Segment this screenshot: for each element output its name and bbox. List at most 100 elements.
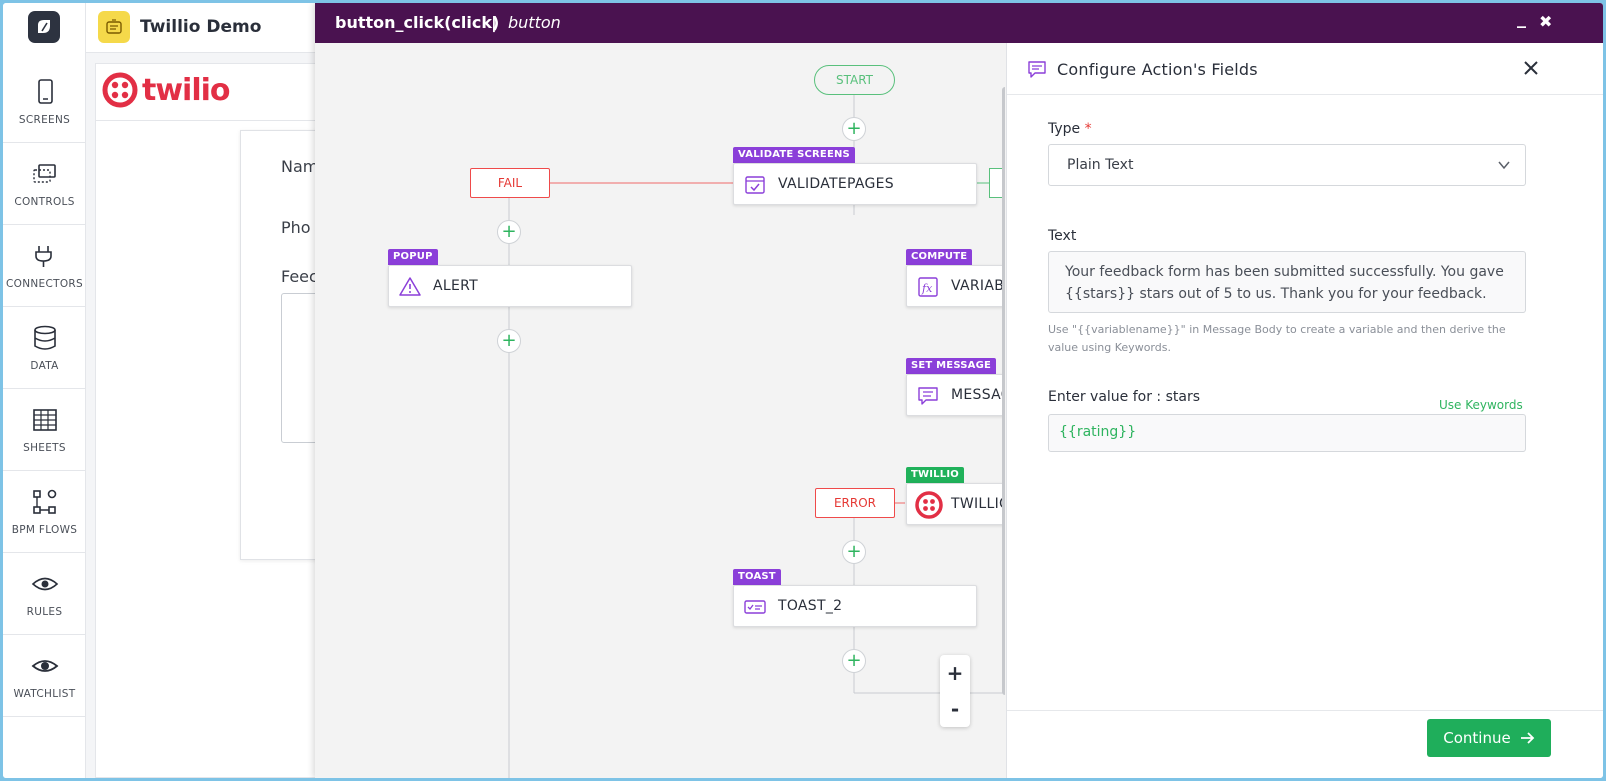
node-label: TWILLIC <box>951 496 1005 512</box>
validate-screen-icon <box>745 176 765 194</box>
node-label: TOAST_2 <box>778 598 843 614</box>
text-textarea[interactable]: Your feedback form has been submitted su… <box>1048 251 1526 313</box>
rail-item-watchlist[interactable]: WATCHLIST <box>3 635 86 717</box>
node-message[interactable]: MESSAG <box>906 374 1005 416</box>
arrow-right-icon <box>1520 732 1534 744</box>
flow-canvas[interactable]: START + VALIDATE SCREENS VALIDATEPAGES F… <box>315 43 1005 778</box>
vertical-scrollbar[interactable] <box>1002 87 1005 695</box>
rail-item-label: CONNECTORS <box>6 277 83 290</box>
required-mark: * <box>1084 121 1092 137</box>
rail-item-label: DATA <box>30 359 59 372</box>
left-rail: SCREENS CONTROLS CONNECTORS DATA SHEETS … <box>3 3 86 778</box>
rail-item-bpm-flows[interactable]: BPM FLOWS <box>3 471 86 553</box>
type-select-value: Plain Text <box>1067 157 1134 173</box>
node-label: MESSAG <box>951 387 1005 403</box>
twilio-logo-icon <box>102 72 138 108</box>
warning-icon <box>399 277 421 296</box>
controls-icon <box>32 163 56 183</box>
rail-item-label: SCREENS <box>18 113 71 126</box>
add-step-button[interactable]: + <box>842 649 866 673</box>
error-branch[interactable]: ERROR <box>815 488 895 518</box>
use-keywords-link[interactable]: Use Keywords <box>1439 398 1523 412</box>
text-label: Text <box>1048 228 1077 244</box>
message-icon <box>918 387 938 405</box>
phone-icon <box>37 78 53 104</box>
node-label: VALIDATEPAGES <box>778 176 894 192</box>
app-header: Twillio Demo <box>86 3 326 53</box>
design-canvas: twilio Nam Pho Feec <box>95 63 341 778</box>
continue-label: Continue <box>1443 729 1511 747</box>
rail-item-rules[interactable]: RULES <box>3 553 86 635</box>
rail-item-label: WATCHLIST <box>13 687 76 700</box>
variable-hint: Use "{{variablename}}" in Message Body t… <box>1048 323 1506 354</box>
chevron-down-icon <box>1498 161 1510 170</box>
node-tag-twillio: TWILLIO <box>906 467 964 483</box>
node-twillio[interactable]: TWILLIC <box>906 483 1005 525</box>
divider <box>96 120 336 121</box>
zoom-out-button[interactable]: - <box>950 697 960 721</box>
toast-icon <box>744 600 766 614</box>
rail-item-controls[interactable]: CONTROLS <box>3 143 86 225</box>
value-label: Enter value for : stars <box>1048 389 1200 405</box>
fail-branch[interactable]: FAIL <box>470 168 550 198</box>
type-select[interactable]: Plain Text <box>1048 144 1526 186</box>
flow-modal: button_click(click) | button _ ✖ START +… <box>315 3 1603 778</box>
panel-header: Configure Action's Fields <box>1007 43 1603 95</box>
node-label: VARIAB <box>951 278 1005 294</box>
product-logo-icon[interactable] <box>28 11 60 43</box>
add-step-button[interactable]: + <box>497 329 521 353</box>
svg-text:fx: fx <box>921 282 933 295</box>
stars-value-input[interactable]: {{rating}} <box>1048 414 1526 452</box>
plug-icon <box>34 245 52 267</box>
rail-item-sheets[interactable]: SHEETS <box>3 389 86 471</box>
add-step-button[interactable]: + <box>842 117 866 141</box>
node-tag-compute: COMPUTE <box>906 249 973 265</box>
close-icon[interactable] <box>1521 58 1541 78</box>
app-window: SCREENS CONTROLS CONNECTORS DATA SHEETS … <box>3 3 1603 778</box>
type-label: Type * <box>1048 121 1092 137</box>
node-tag-validate: VALIDATE SCREENS <box>733 147 855 163</box>
rail-item-label: RULES <box>26 605 63 618</box>
add-step-button[interactable]: + <box>842 540 866 564</box>
add-step-button[interactable]: + <box>497 220 521 244</box>
eye-icon <box>31 577 58 590</box>
rail-item-connectors[interactable]: CONNECTORS <box>3 225 86 307</box>
node-validatepages[interactable]: VALIDATEPAGES <box>733 163 977 205</box>
node-tag-popup: POPUP <box>388 249 438 265</box>
modal-title: button_click(click) <box>335 13 500 32</box>
message-icon <box>1028 61 1046 78</box>
flow-icon <box>32 489 56 514</box>
table-icon <box>32 408 57 431</box>
twilio-wordmark: twilio <box>142 72 231 108</box>
app-icon <box>98 11 130 43</box>
zoom-in-button[interactable]: + <box>946 661 964 685</box>
twilio-logo: twilio <box>102 72 231 108</box>
node-variable[interactable]: fx VARIAB <box>906 265 1005 307</box>
success-branch-box <box>989 168 1005 198</box>
configure-panel: Configure Action's Fields Type * Plain T… <box>1006 43 1603 778</box>
start-node[interactable]: START <box>814 65 895 95</box>
node-toast[interactable]: TOAST_2 <box>733 585 977 627</box>
continue-button[interactable]: Continue <box>1427 719 1551 757</box>
node-label: ALERT <box>433 278 478 294</box>
minimize-button[interactable]: _ <box>1517 8 1526 29</box>
rail-item-label: BPM FLOWS <box>11 523 78 536</box>
modal-header: button_click(click) | button _ ✖ <box>315 3 1603 43</box>
database-icon <box>33 325 56 350</box>
rail-item-data[interactable]: DATA <box>3 307 86 389</box>
form-label-feedback: Feec <box>281 267 318 286</box>
rail-item-label: SHEETS <box>23 441 66 454</box>
eye-icon <box>31 659 58 672</box>
form-label-phone: Pho <box>281 218 311 237</box>
node-tag-set-message: SET MESSAGE <box>906 358 997 374</box>
app-title: Twillio Demo <box>140 17 262 37</box>
panel-footer: Continue <box>1007 710 1603 778</box>
rail-item-label: CONTROLS <box>14 195 75 208</box>
node-tag-toast: TOAST <box>733 569 781 585</box>
rail-item-screens[interactable]: SCREENS <box>3 61 86 143</box>
twilio-icon <box>915 491 943 519</box>
node-alert[interactable]: ALERT <box>388 265 632 307</box>
modal-separator: | <box>491 13 497 32</box>
panel-title: Configure Action's Fields <box>1057 60 1258 79</box>
close-modal-button[interactable]: ✖ <box>1539 12 1553 31</box>
